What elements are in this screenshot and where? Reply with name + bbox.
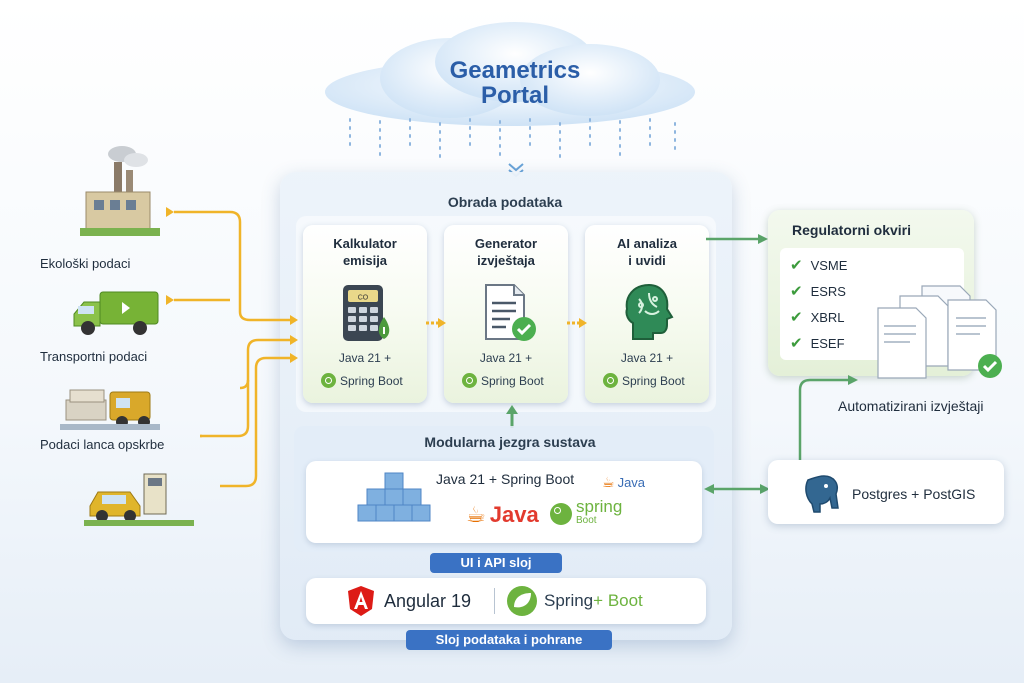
processing-title: Obrada podataka bbox=[447, 194, 563, 210]
core-up-arrow bbox=[505, 404, 519, 428]
flow-arrow bbox=[426, 318, 446, 328]
regulatory-title: Regulatorni okviri bbox=[792, 222, 912, 238]
db-to-reports-arrow bbox=[798, 375, 858, 462]
truck-icon bbox=[73, 291, 159, 335]
to-regulatory-arrow bbox=[706, 234, 768, 244]
spring-boot-icon bbox=[603, 373, 618, 388]
supply-chain-icon bbox=[60, 389, 160, 430]
calculator-icon: CO bbox=[343, 285, 390, 341]
regulatory-list: ✔VSME ✔ESRS ✔XBRL ✔ESEF bbox=[780, 248, 964, 360]
core-tech-label: Java 21 + Spring Boot bbox=[436, 471, 575, 487]
checkmark-icon: ✔ bbox=[790, 257, 803, 274]
core-db-arrow bbox=[704, 484, 770, 494]
angular-label: Angular 19 bbox=[384, 591, 472, 611]
java-small-logo: ☕Java bbox=[602, 474, 646, 490]
checkmark-icon: ✔ bbox=[790, 335, 803, 352]
source-label: Ekološki podaci bbox=[40, 256, 131, 271]
source-label: Transportni podaci bbox=[40, 349, 148, 364]
core-title: Modularna jezgra sustava bbox=[424, 434, 596, 450]
cloud-shape bbox=[325, 22, 695, 126]
reports-label: Automatizirani izvještaji bbox=[838, 398, 984, 414]
factory-icon bbox=[80, 146, 160, 236]
regulatory-item: ✔ESRS bbox=[790, 283, 846, 300]
spring-boot-icon bbox=[462, 373, 477, 388]
portal-title: Geametrics Portal bbox=[449, 57, 581, 109]
svg-text:CO: CO bbox=[358, 295, 369, 302]
spring-boot-label: Spring+ Boot bbox=[544, 591, 643, 610]
checkmark-icon: ✔ bbox=[790, 283, 803, 300]
data-layer-label: Sloj podataka i pohrane bbox=[406, 630, 612, 650]
postgres-elephant-icon bbox=[805, 475, 839, 513]
spring-boot-icon bbox=[550, 503, 572, 525]
spring-leaf-icon bbox=[507, 586, 537, 616]
checkmark-icon: ✔ bbox=[790, 309, 803, 326]
database-label: Postgres + PostGIS bbox=[852, 486, 976, 502]
source-label: Podaci lanca opskrbe bbox=[40, 437, 165, 452]
ui-divider bbox=[494, 588, 495, 614]
fuel-station-car-icon bbox=[84, 473, 194, 526]
data-rain-decoration bbox=[349, 118, 676, 162]
regulatory-item: ✔XBRL bbox=[790, 309, 845, 326]
ui-layer-label: UI i API sloj bbox=[430, 553, 562, 573]
java-cup-icon: ☕ bbox=[602, 474, 615, 490]
ai-brain-icon bbox=[625, 283, 674, 340]
flow-arrow bbox=[567, 318, 587, 328]
source-connectors bbox=[166, 207, 298, 488]
regulatory-item: ✔VSME bbox=[790, 257, 848, 274]
spring-boot-icon bbox=[321, 373, 336, 388]
report-stack-icon bbox=[877, 285, 1002, 379]
angular-icon bbox=[348, 586, 374, 616]
regulatory-item: ✔ESEF bbox=[790, 335, 845, 352]
modular-blocks-icon bbox=[357, 472, 431, 522]
java-logo: ☕ Java bbox=[466, 502, 539, 527]
report-document-icon bbox=[485, 284, 536, 341]
java-cup-icon: ☕ bbox=[466, 502, 486, 527]
